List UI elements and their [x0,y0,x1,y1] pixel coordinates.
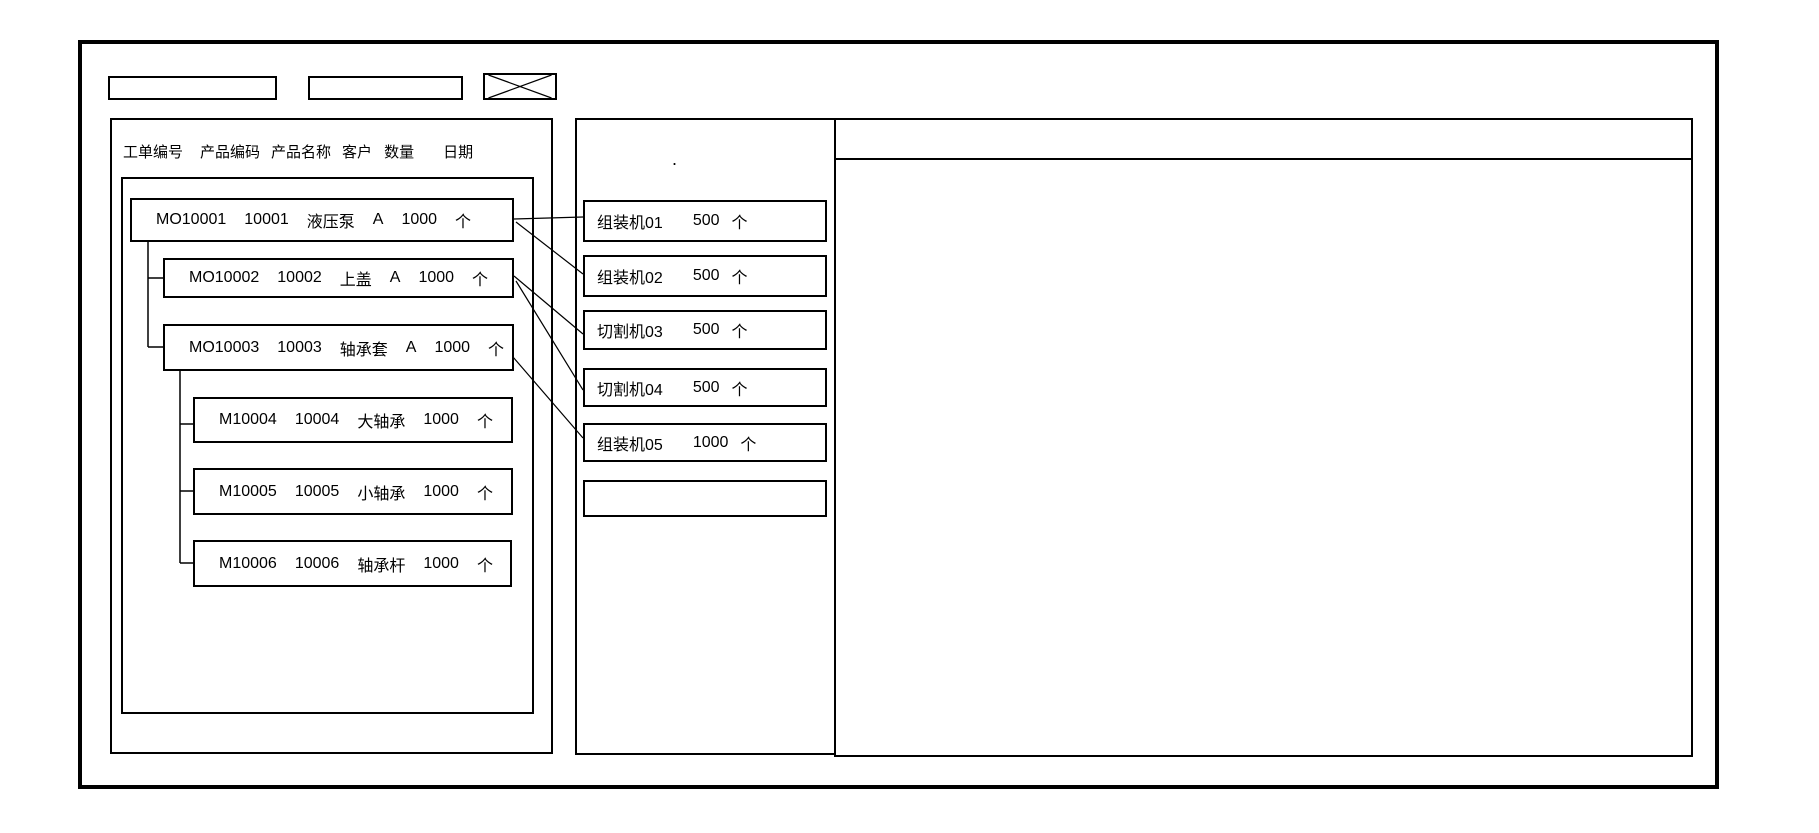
machine-name: 组装机05 [597,436,663,454]
column-header-4: 数量 [384,143,415,161]
product-name: 大轴承 [357,414,406,431]
unit: 个 [740,436,757,454]
qty: 1000 [423,482,459,500]
order-no: M10006 [219,554,277,572]
order-tree-row-M10004[interactable]: M10004 10004 大轴承 1000 个 [193,397,513,443]
machine-row-组装机02[interactable]: 组装机02 500 个 [583,255,827,297]
order-no: M10004 [219,411,277,428]
product-code: 10001 [244,211,289,228]
product-code: 10005 [294,482,340,500]
customer: A [405,338,417,356]
image-placeholder-x-icon [488,75,552,98]
column-header-3: 客户 [342,143,373,161]
product-code: 10003 [277,338,322,356]
column-headers: 工单编号产品编码产品名称客户数量 日期 [123,141,473,161]
column-header-5: 日期 [443,143,474,161]
unit: 个 [476,557,493,575]
product-name: 轴承杆 [357,557,406,575]
order-tree-row-MO10002[interactable]: MO10002 10002 上盖 A 1000 个 [163,258,514,298]
order-no: MO10003 [189,338,260,356]
order-no: M10005 [219,482,277,500]
qty: 1000 [692,433,729,451]
unit: 个 [731,381,748,399]
qty: 1000 [401,211,438,228]
machine-row-切割机03[interactable]: 切割机03 500 个 [583,310,827,350]
order-tree-row-MO10001[interactable]: MO10001 10001 液压泵 A 1000 个 [130,198,514,242]
machine-name: 切割机04 [597,381,663,399]
customer: A [372,211,384,228]
column-header-1: 产品编码 [200,143,261,161]
product-name: 小轴承 [357,485,406,503]
machine-row-组装机01[interactable]: 组装机01 500 个 [583,200,827,242]
detail-panel [834,118,1693,757]
qty: 1000 [423,554,459,572]
unit: 个 [731,270,748,287]
product-code: 10002 [277,269,322,286]
machine-row-组装机05[interactable]: 组装机05 1000 个 [583,423,827,462]
qty: 1000 [434,338,471,356]
product-name: 轴承套 [339,341,388,359]
order-no: MO10001 [156,211,227,228]
column-header-0: 工单编号 [123,143,184,161]
machine-row-切割机04[interactable]: 切割机04 500 个 [583,368,827,407]
qty: 1000 [418,269,455,286]
detail-panel-header [836,120,1691,160]
machine-name: 组装机01 [597,215,663,232]
order-tree-row-MO10003[interactable]: MO10003 10003 轴承套 A 1000 个 [163,324,514,371]
unit: 个 [731,215,748,232]
customer: A [389,269,401,286]
machine-name: 切割机03 [597,324,663,341]
image-placeholder-button[interactable] [483,73,557,100]
qty: 500 [692,378,720,396]
qty: 500 [692,321,720,338]
product-code: 10006 [294,554,340,572]
unit: 个 [731,324,748,341]
order-tree-row-M10006[interactable]: M10006 10006 轴承杆 1000 个 [193,540,512,587]
qty: 500 [692,212,720,229]
product-code: 10004 [294,411,340,428]
order-tree-row-M10005[interactable]: M10005 10005 小轴承 1000 个 [193,468,513,515]
unit: 个 [476,414,493,431]
toolbar-field-2[interactable] [308,76,463,100]
product-name: 液压泵 [306,214,355,231]
qty: 1000 [423,411,459,428]
unit: 个 [472,272,489,289]
unit: 个 [455,214,472,231]
machine-row-empty[interactable] [583,480,827,517]
unit: 个 [476,485,493,503]
qty: 500 [692,267,720,284]
machine-name: 组装机02 [597,270,663,287]
column-header-2: 产品名称 [271,143,332,161]
order-no: MO10002 [189,269,260,286]
unit: 个 [488,341,505,359]
toolbar-field-1[interactable] [108,76,277,100]
machine-panel-dot: . [672,149,678,169]
product-name: 上盖 [339,272,372,289]
